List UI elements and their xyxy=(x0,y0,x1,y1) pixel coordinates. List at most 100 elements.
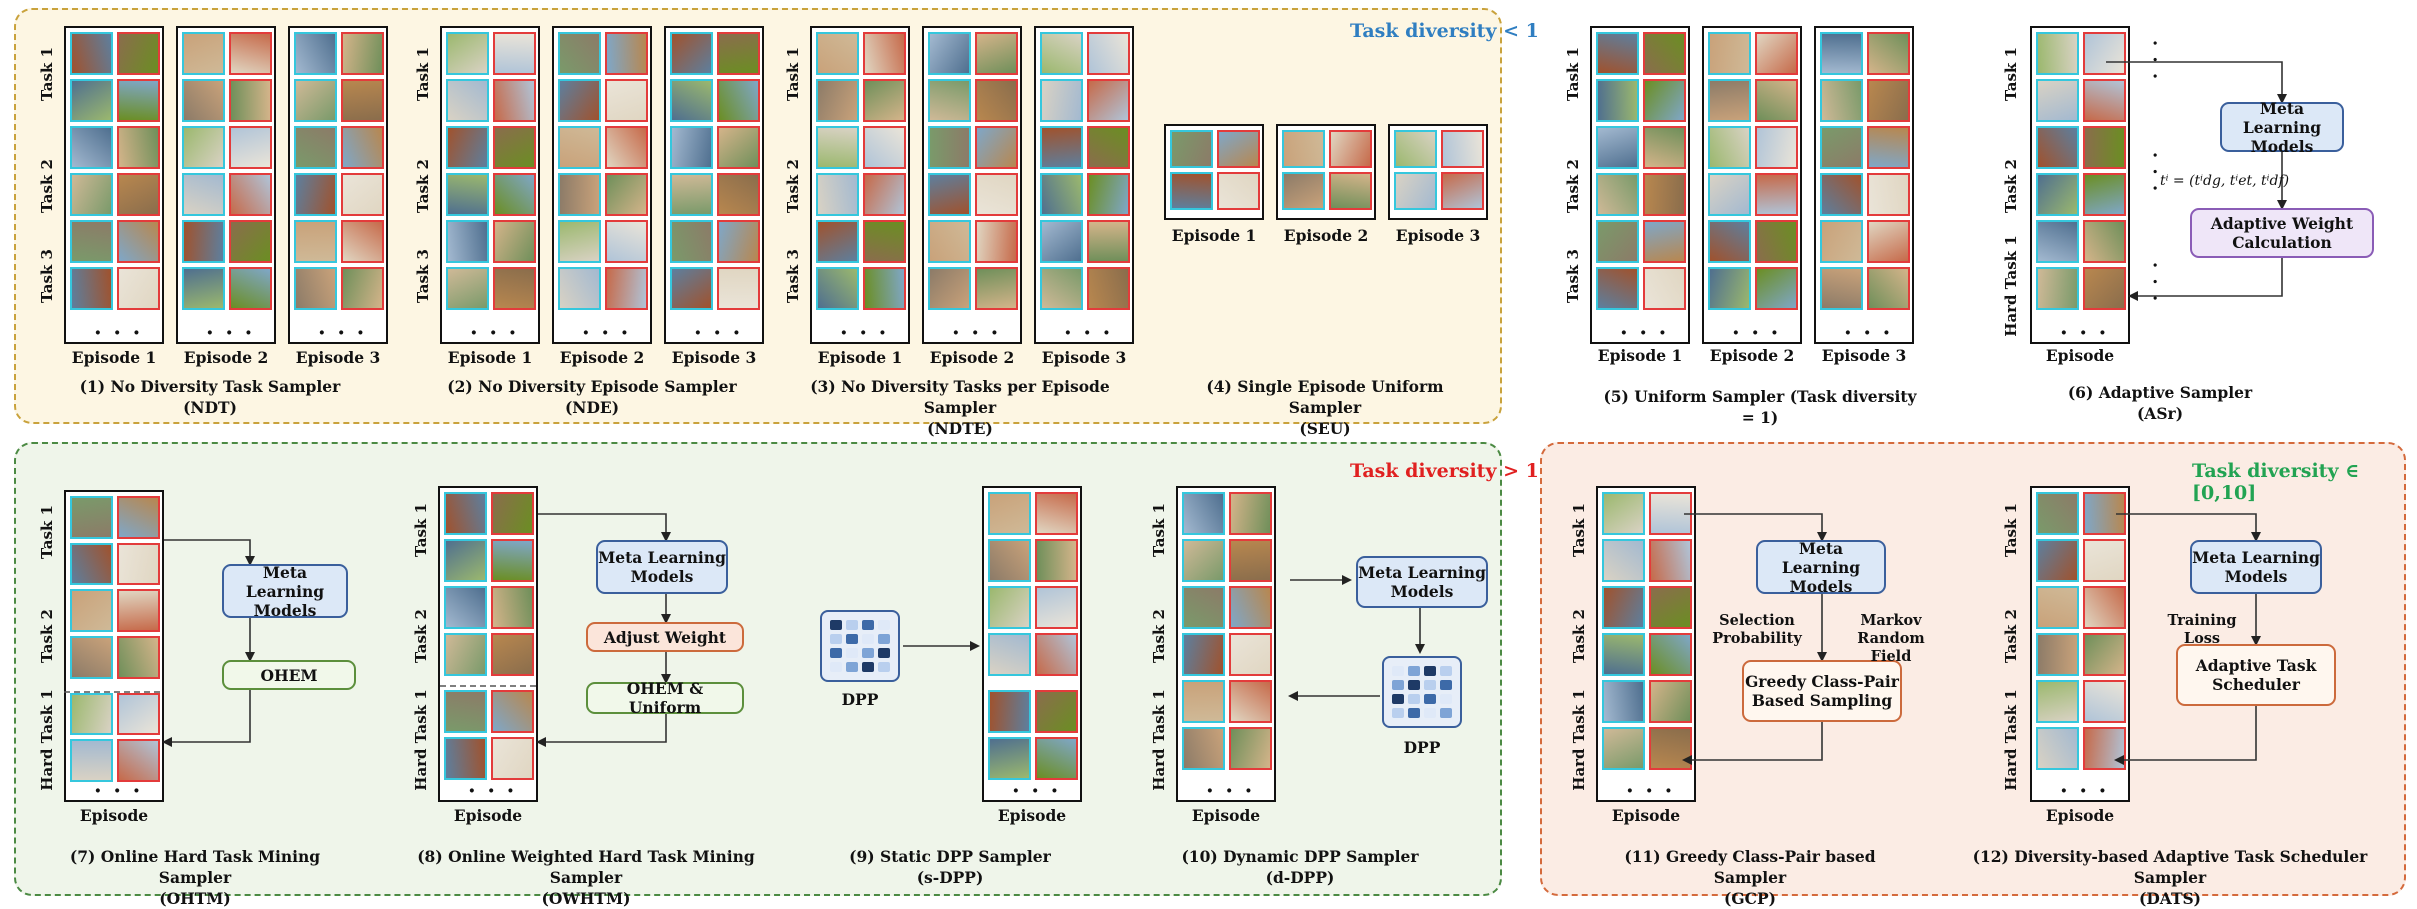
meta-label-line2: Models xyxy=(1789,576,1853,596)
task-label: Task 1 xyxy=(2002,47,2020,101)
thumbnail-image xyxy=(491,539,534,582)
thumbnail-image xyxy=(446,173,489,216)
thumbnail-image xyxy=(182,267,225,310)
thumbnail-image xyxy=(1217,130,1260,168)
episode-panel: · · · xyxy=(2030,26,2130,346)
meta-label-line1: Meta Learning xyxy=(245,562,325,601)
caption-owhtm: (8) Online Weighted Hard Task Mining Sam… xyxy=(396,846,776,909)
thumbnail-image xyxy=(605,126,648,169)
thumbnail-image xyxy=(1867,267,1910,310)
thumbnail-image xyxy=(1708,267,1751,310)
thumbnail-image xyxy=(1040,126,1083,169)
thumbnail-image xyxy=(294,267,337,310)
thumbnail-image xyxy=(493,173,536,216)
episode-label: Episode 2 xyxy=(929,348,1015,367)
thumbnail-image xyxy=(1820,126,1863,169)
episode-label: Episode 3 xyxy=(671,348,757,367)
more-dots-icon: · · · xyxy=(2144,39,2166,82)
kernel-cell xyxy=(862,648,874,658)
episode-label: Episode 2 xyxy=(559,348,645,367)
thumbnail-image xyxy=(2036,267,2079,310)
more-dots-icon: · · · xyxy=(1620,320,1669,346)
thumbnail-image xyxy=(975,32,1018,75)
thumbnail-image xyxy=(1035,633,1078,676)
caption-line2: (SEU) xyxy=(1299,419,1351,438)
thumbnail-image xyxy=(2083,32,2126,75)
thumbnail-image xyxy=(341,79,384,122)
thumbnail-image xyxy=(294,79,337,122)
thumbnail-image xyxy=(816,267,859,310)
thumbnail-image xyxy=(816,220,859,263)
episode-panel xyxy=(1276,124,1376,220)
thumbnail-image xyxy=(717,126,760,169)
more-dots-icon: · · · xyxy=(94,778,143,804)
badge-task-diversity-range: Task diversity ∈ [0,10] xyxy=(2192,460,2360,504)
thumbnail-image xyxy=(863,220,906,263)
thumbnail-image xyxy=(1040,173,1083,216)
thumbnail-image xyxy=(229,220,272,263)
more-dots-icon: · · · xyxy=(206,320,255,346)
thumbnail-image xyxy=(975,267,1018,310)
thumbnail-image xyxy=(229,32,272,75)
thumbnail-image xyxy=(491,690,534,733)
thumbnail-image xyxy=(1329,172,1372,210)
thumbnail-image xyxy=(2083,633,2126,676)
kernel-cell xyxy=(846,620,858,630)
thumbnail-image xyxy=(988,539,1031,582)
thumbnail-image xyxy=(1755,267,1798,310)
thumbnail-image xyxy=(1602,727,1645,770)
thumbnail-image xyxy=(670,173,713,216)
thumbnail-image xyxy=(491,492,534,535)
thumbnail-image xyxy=(988,633,1031,676)
caption-gcp: (11) Greedy Class-Pair based Sampler(GCP… xyxy=(1600,846,1900,909)
dpp-label-static: DPP xyxy=(841,690,879,709)
thumbnail-image xyxy=(1394,130,1437,168)
thumbnail-image xyxy=(670,79,713,122)
task-label: Task 1 xyxy=(784,47,802,101)
caption-line2: (NDT) xyxy=(183,398,237,417)
thumbnail-image xyxy=(1649,586,1692,629)
thumbnail-image xyxy=(2036,586,2079,629)
thumbnail-image xyxy=(1596,79,1639,122)
thumbnail-image xyxy=(1755,173,1798,216)
episode-label: Episode xyxy=(1191,806,1261,825)
episode-label: Episode 1 xyxy=(817,348,903,367)
thumbnail-image xyxy=(2036,492,2079,535)
thumbnail-image xyxy=(182,173,225,216)
task-label: Task 2 xyxy=(1150,609,1168,663)
episode-panel: · · · xyxy=(176,26,276,346)
thumbnail-image xyxy=(558,173,601,216)
kernel-cell xyxy=(862,662,874,672)
task-label: Task 1 xyxy=(1564,47,1582,101)
caption-line1: (10) Dynamic DPP Sampler xyxy=(1181,847,1419,866)
more-dots-icon: · · · xyxy=(468,778,517,804)
episode-label: Episode xyxy=(79,806,149,825)
episode-panel: · · · xyxy=(1034,26,1134,346)
thumbnail-image xyxy=(1229,539,1272,582)
more-dots-icon: · · · xyxy=(2144,261,2166,304)
caption-ndte: (3) No Diversity Tasks per Episode Sampl… xyxy=(780,376,1140,439)
thumbnail-image xyxy=(294,32,337,75)
thumbnail-image xyxy=(1596,126,1639,169)
thumbnail-image xyxy=(341,267,384,310)
thumbnail-image xyxy=(341,220,384,263)
thumbnail-image xyxy=(229,267,272,310)
thumbnail-image xyxy=(446,32,489,75)
thumbnail-image xyxy=(975,220,1018,263)
thumbnail-image xyxy=(988,737,1031,780)
thumbnail-image xyxy=(863,173,906,216)
thumbnail-image xyxy=(1708,79,1751,122)
episode-panel xyxy=(1388,124,1488,220)
thumbnail-image xyxy=(605,220,648,263)
dpp-kernel-icon-dynamic xyxy=(1382,656,1462,728)
thumbnail-image xyxy=(1596,220,1639,263)
more-dots-icon: · · · xyxy=(1732,320,1781,346)
thumbnail-image xyxy=(70,636,113,679)
thumbnail-image xyxy=(1820,79,1863,122)
kernel-cell xyxy=(878,620,890,630)
thumbnail-image xyxy=(1820,173,1863,216)
thumbnail-image xyxy=(1708,32,1751,75)
hard-task-label: Hard Task 1 xyxy=(2002,689,2020,791)
